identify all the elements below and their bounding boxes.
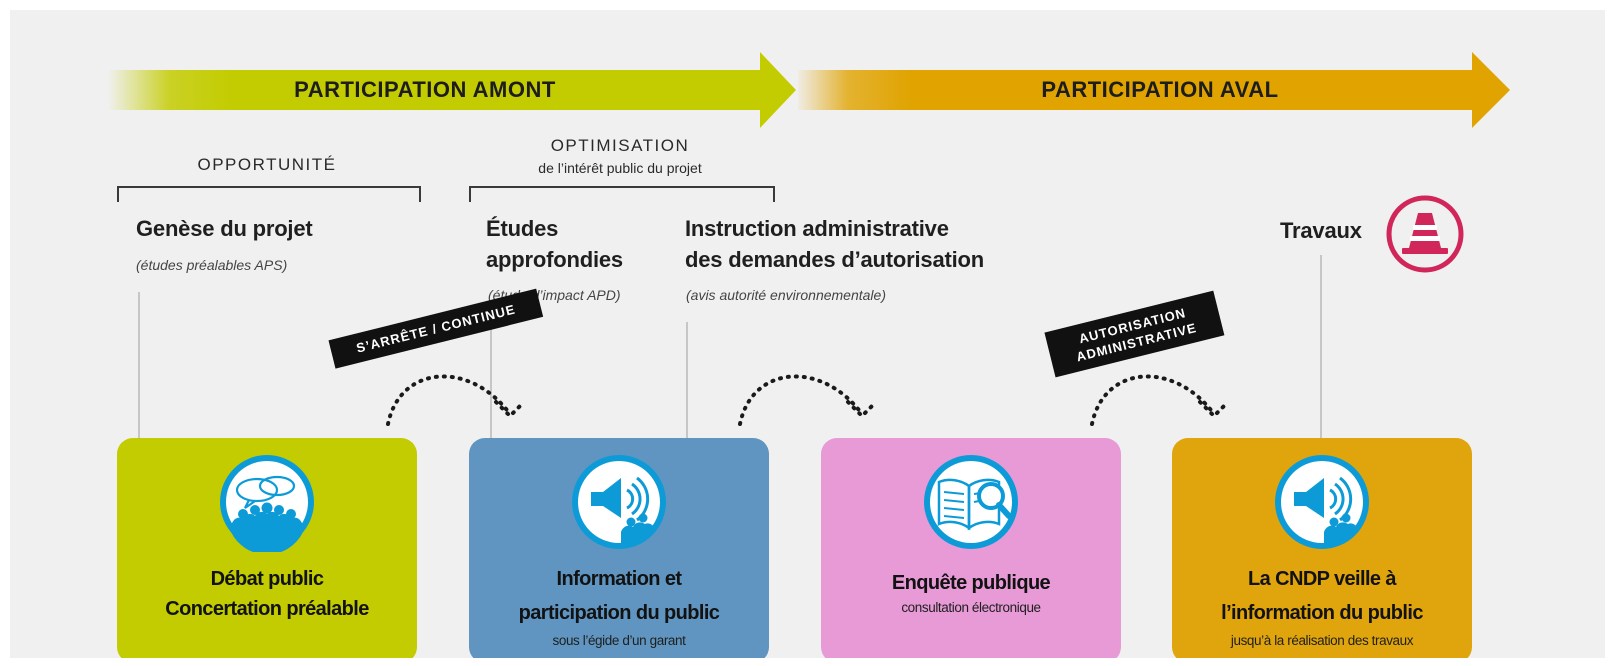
- step-genese-sub: (études préalables APS): [136, 257, 288, 273]
- step-instruction-sub: (avis autorité environnementale): [686, 287, 886, 303]
- people-speech-bubbles-icon: [220, 455, 314, 552]
- dotted-transition-arrows: [386, 374, 1230, 426]
- upstream-arrow: [108, 52, 796, 128]
- connector-line-travaux: [1320, 255, 1322, 438]
- downstream-arrow-label: PARTICIPATION AVAL: [1041, 77, 1279, 102]
- megaphone-people-icon: [572, 455, 666, 549]
- upstream-arrow-label: PARTICIPATION AMONT: [294, 77, 556, 102]
- phase-arrows: [108, 52, 1510, 128]
- step-travaux-title: Travaux: [1280, 218, 1362, 243]
- document-magnifier-icon: [924, 455, 1018, 549]
- step-genese-title: Genèse du projet: [136, 216, 313, 241]
- connector-line-instruction: [686, 322, 688, 438]
- box-information-sub: sous l’égide d’un garant: [552, 633, 686, 648]
- box-enquete-publique: Enquête publique consultation électroniq…: [821, 438, 1121, 658]
- step-instruction-title-2: des demandes d’autorisation: [685, 247, 985, 272]
- box-cndp-line2: l’information du public: [1221, 602, 1423, 624]
- phase-opportunite-bracket: [117, 186, 421, 202]
- box-information-line1: Information et: [556, 568, 683, 590]
- box-enquete-line1: Enquête publique: [891, 572, 1051, 594]
- box-cndp-line1: La CNDP veille à: [1248, 568, 1396, 590]
- step-instruction-title-1: Instruction administrative: [685, 216, 949, 241]
- box-debat-public: Débat public Concertation préalable: [117, 438, 417, 658]
- step-etudes-title-2: approfondies: [486, 247, 623, 272]
- box-cndp: La CNDP veille à l’information du public…: [1172, 438, 1472, 658]
- phase-optimisation-subtitle: de l’intérêt public du projet: [538, 160, 702, 176]
- step-etudes-title-1: Études: [486, 216, 559, 241]
- phase-optimisation-title: OPTIMISATION: [550, 136, 690, 155]
- box-debat-line1: Débat public: [210, 568, 324, 590]
- phase-optimisation-bracket: [469, 186, 775, 202]
- box-enquete-sub: consultation électronique: [901, 600, 1041, 615]
- box-cndp-sub: jusqu’à la réalisation des travaux: [1230, 633, 1414, 648]
- box-debat-line2: Concertation préalable: [165, 598, 369, 620]
- megaphone-people-icon: [1275, 455, 1369, 549]
- downstream-arrow: [798, 52, 1510, 128]
- box-information-line2: participation du public: [518, 602, 720, 624]
- box-information-participation: Information et participation du public s…: [469, 438, 769, 658]
- diagram-canvas: PARTICIPATION AMONT PARTICIPATION AVAL O…: [10, 10, 1605, 658]
- connector-line-genese: [138, 292, 140, 438]
- phase-opportunite-title: OPPORTUNITÉ: [197, 155, 337, 174]
- connector-line-etudes: [490, 322, 492, 438]
- traffic-cone-icon: [1386, 195, 1464, 273]
